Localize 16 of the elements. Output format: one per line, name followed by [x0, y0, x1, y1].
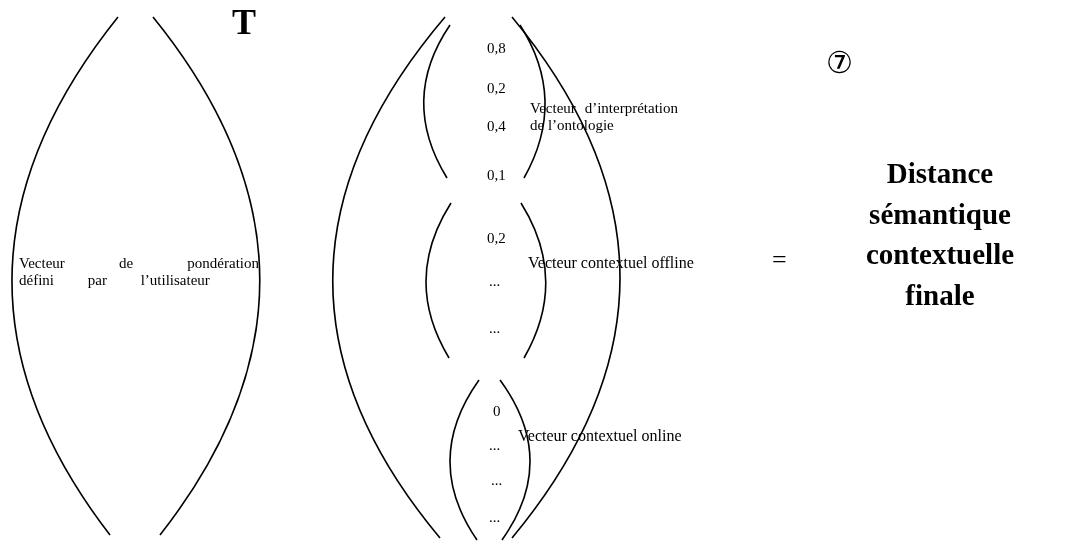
- vector-value: 0,2: [487, 80, 506, 98]
- vector-value: 0,1: [487, 167, 506, 185]
- result-label: Distance sémantique contextuelle finale: [864, 156, 1016, 313]
- vector-value: ...: [489, 320, 501, 338]
- vector-value: ...: [489, 437, 501, 455]
- vector-label: Vecteur de pondération défini par l’utilisateur: [19, 255, 259, 290]
- vector-value: 0: [493, 403, 501, 421]
- vector-value: 0,2: [487, 230, 506, 248]
- vector-value: ...: [491, 472, 503, 490]
- vector-value: ...: [489, 509, 501, 527]
- vector-value: ...: [489, 273, 501, 291]
- vector-value: 0,4: [487, 118, 506, 136]
- vector-value: 0,8: [487, 40, 506, 58]
- superscript-label: T: [232, 2, 256, 44]
- step-number: ⑦: [826, 46, 853, 81]
- equals-sign: =: [772, 245, 787, 275]
